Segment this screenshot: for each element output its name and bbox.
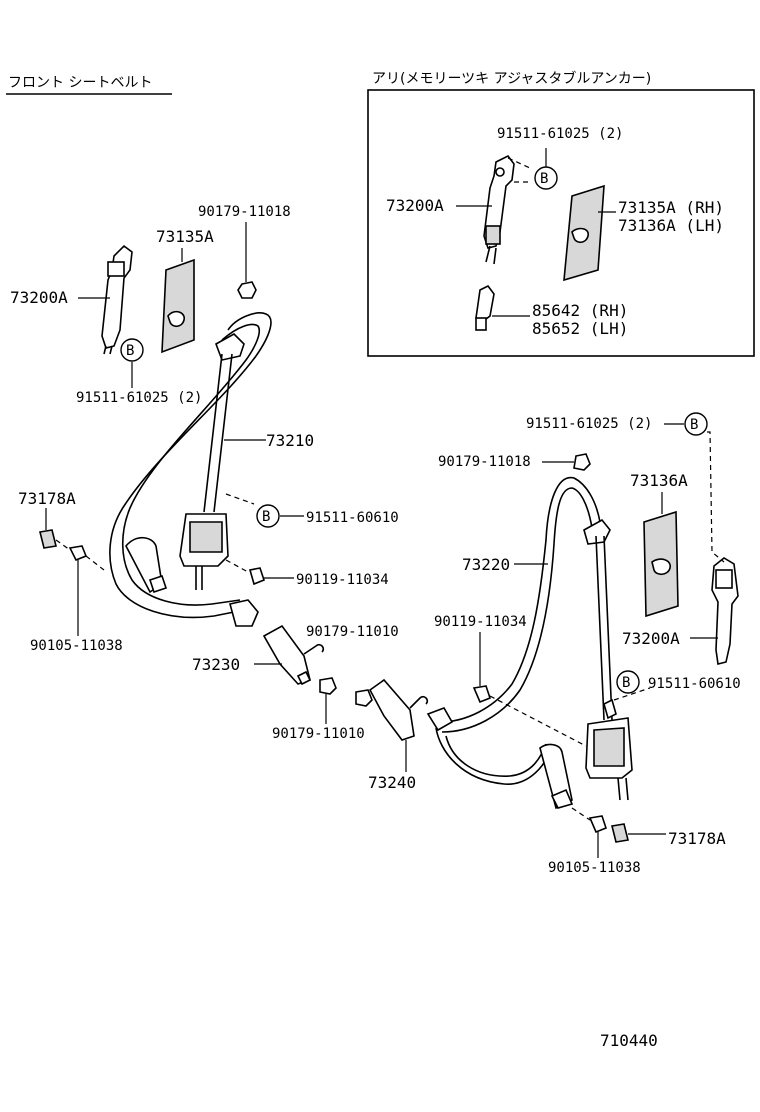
left-bolt-lower [55, 539, 105, 571]
right-ref-b2-circle [616, 670, 640, 694]
right-bolt-lower [571, 807, 607, 834]
left-nut-top [237, 281, 257, 299]
label-r-91511-61025: 91511-61025 (2) [526, 416, 652, 432]
left-clip [39, 529, 57, 549]
right-assembly: B B 91511-61025 (2) 90179-11018 73136A 7… [355, 412, 741, 876]
label-91511-60610: 91511-60610 [306, 510, 399, 526]
label-r-90105-11038: 90105-11038 [548, 860, 641, 876]
label-r-91511-60610: 91511-60610 [648, 676, 741, 692]
right-bolt-retractor [472, 685, 587, 747]
inset-label-73136A-lh: 73136A (LH) [618, 216, 724, 235]
label-r-73136A: 73136A [630, 471, 688, 490]
left-assembly: B B 90179-11018 73135A 73200A 91511-6102… [10, 204, 399, 742]
label-73200A: 73200A [10, 288, 68, 307]
right-ref-dash-top [698, 431, 725, 563]
inset-pillar-cover [563, 184, 605, 282]
inset-adjuster [475, 284, 495, 331]
inset-label-85652-lh: 85652 (LH) [532, 319, 628, 338]
left-ref-b1: B [126, 343, 134, 359]
label-r-73178A: 73178A [668, 829, 726, 848]
left-ref-b1-circle [120, 338, 144, 362]
label-90179-11018: 90179-11018 [198, 204, 291, 220]
label-73178A: 73178A [18, 489, 76, 508]
drawing-number: 710440 [600, 1031, 658, 1050]
right-retractor [585, 698, 633, 801]
right-ref-b1: B [690, 417, 698, 433]
left-pillar-cover [161, 258, 195, 354]
right-nut-top [573, 453, 591, 471]
right-pillar-cover [643, 510, 679, 618]
front-title: フロント シートベルト [6, 75, 172, 95]
right-buckle [368, 678, 429, 741]
inset-anchor-rail [483, 154, 531, 265]
right-anchor-rail [711, 557, 739, 665]
label-90119-11034: 90119-11034 [296, 572, 389, 588]
label-r-90179-11018: 90179-11018 [438, 454, 531, 470]
left-retractor [179, 513, 229, 590]
label-r-73220: 73220 [462, 555, 510, 574]
label-91511-61025: 91511-61025 (2) [76, 390, 202, 406]
inset-title: アリ(メモリーツキ アジャスタブルアンカー) [372, 70, 651, 87]
front-title-text: フロント シートベルト [8, 75, 152, 91]
label-73135A: 73135A [156, 227, 214, 246]
label-73210: 73210 [266, 431, 314, 450]
right-clip [611, 823, 629, 843]
left-ref-b2-circle [256, 504, 280, 528]
label-90179-11010-b: 90179-11010 [272, 726, 365, 742]
right-ref-b1-circle [684, 412, 708, 436]
left-bolt-retractor [225, 559, 265, 586]
right-belt [426, 476, 613, 810]
left-nut-lower [319, 677, 337, 695]
left-belt [109, 312, 272, 627]
label-90105-11038: 90105-11038 [30, 638, 123, 654]
left-ref-b2: B [262, 509, 270, 525]
label-r-90119-11034: 90119-11034 [434, 614, 527, 630]
right-ref-b2: B [622, 675, 630, 691]
right-nut-lower [355, 689, 373, 707]
label-73230: 73230 [192, 655, 240, 674]
left-anchor-rail [101, 244, 133, 355]
label-r-73200A: 73200A [622, 629, 680, 648]
inset-panel: アリ(メモリーツキ アジャスタブルアンカー) B 91511-61025 (2)… [367, 70, 755, 357]
inset-label-91511-61025: 91511-61025 (2) [497, 126, 623, 142]
inset-frame [367, 89, 755, 357]
inset-label-73200A: 73200A [386, 196, 444, 215]
right-ref-dash-retractor [613, 687, 651, 701]
inset-label-73135A-rh: 73135A (RH) [618, 198, 724, 217]
label-90179-11010-a: 90179-11010 [306, 624, 399, 640]
label-r-73240: 73240 [368, 773, 416, 792]
inset-ref-b: B [540, 171, 548, 187]
inset-label-85642-rh: 85642 (RH) [532, 301, 628, 320]
